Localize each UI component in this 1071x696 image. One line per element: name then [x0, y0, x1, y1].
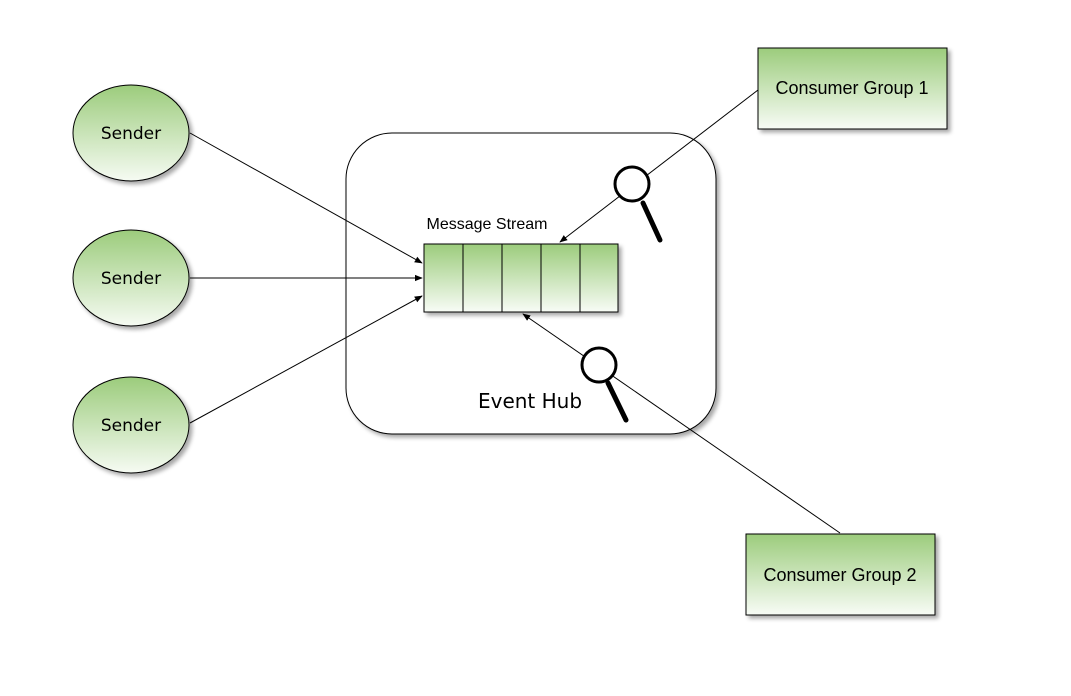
event-hub-label: Event Hub — [478, 389, 582, 413]
consumer-group-1-connector — [559, 89, 759, 243]
sender-2-label: Sender — [101, 269, 161, 289]
consumer-group-1-label: Consumer Group 1 — [775, 78, 928, 98]
consumer-group-1: Consumer Group 1 — [757, 47, 948, 130]
message-stream: Message Stream — [423, 216, 619, 313]
consumer-group-2: Consumer Group 2 — [745, 533, 936, 616]
sender-1-connector — [189, 132, 423, 264]
stream-partition — [501, 243, 542, 313]
stream-partition — [423, 243, 464, 313]
magnifier-icon — [580, 346, 629, 423]
consumer-group-2-connector — [522, 313, 841, 534]
sender-1-label: Sender — [101, 124, 161, 144]
stream-partition — [540, 243, 581, 313]
sender-1: Sender — [72, 84, 190, 182]
sender-2: Sender — [72, 229, 190, 327]
consumer-group-2-label: Consumer Group 2 — [763, 565, 916, 585]
sender-3: Sender — [72, 376, 190, 474]
stream-partition — [579, 243, 619, 313]
stream-partition — [462, 243, 503, 313]
sender-3-label: Sender — [101, 416, 161, 436]
message-stream-label: Message Stream — [427, 216, 548, 233]
sender-3-connector — [189, 295, 423, 424]
magnifier-icon — [613, 165, 663, 243]
